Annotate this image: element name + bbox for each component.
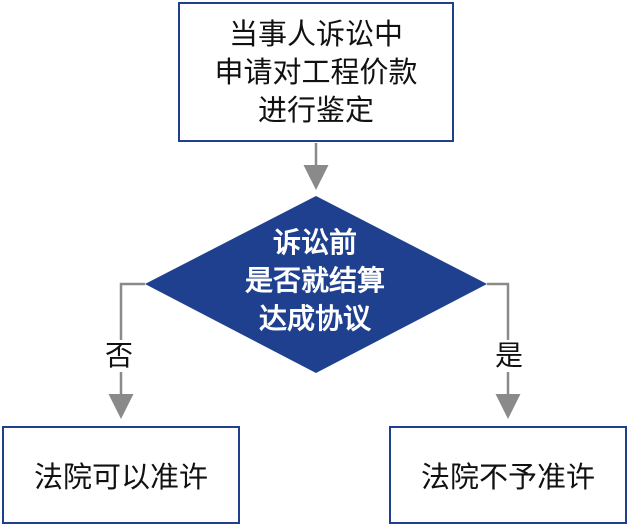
result-box-yes: 法院不予准许 (389, 426, 627, 524)
start-box: 当事人诉讼中 申请对工程价款 进行鉴定 (178, 2, 454, 142)
start-box-line-2: 申请对工程价款 (214, 55, 418, 89)
decision-text: 诉讼前 是否就结算 达成协议 (220, 218, 410, 344)
decision-line-3: 达成协议 (258, 302, 371, 335)
start-box-line-3: 进行鉴定 (257, 93, 374, 127)
start-box-line-1: 当事人诉讼中 (228, 17, 403, 51)
result-box-no: 法院可以准许 (2, 426, 240, 524)
decision-diamond (145, 196, 487, 373)
decision-line-1: 诉讼前 (272, 226, 357, 259)
decision-line-2: 是否就结算 (244, 264, 385, 297)
result-yes-text: 法院不予准许 (420, 460, 595, 494)
branch-label-yes: 是 (493, 339, 526, 372)
branch-label-no: 否 (103, 339, 136, 372)
result-no-text: 法院可以准许 (33, 460, 208, 494)
